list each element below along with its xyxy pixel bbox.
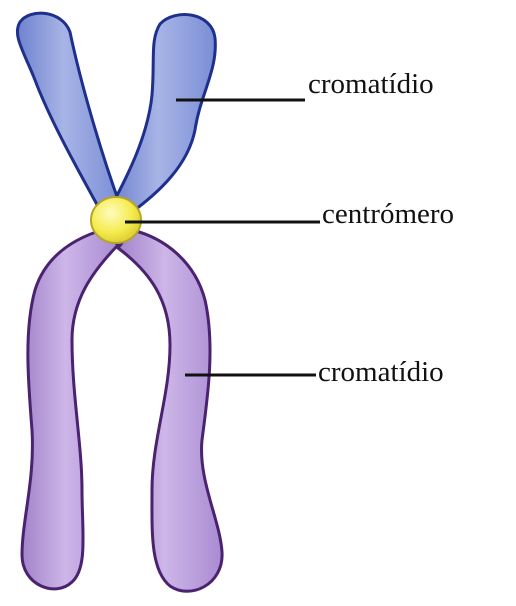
lower-left-chromatid-arm	[22, 230, 118, 589]
centromere	[91, 197, 141, 243]
lower-chromatid-label: cromatídio	[318, 358, 444, 387]
upper-chromatid-label: cromatídio	[308, 70, 434, 99]
lower-right-chromatid-arm	[118, 230, 222, 591]
upper-right-chromatid-arm	[112, 15, 215, 215]
centromere-label: centrómero	[322, 200, 454, 229]
upper-left-chromatid-arm	[17, 13, 120, 210]
